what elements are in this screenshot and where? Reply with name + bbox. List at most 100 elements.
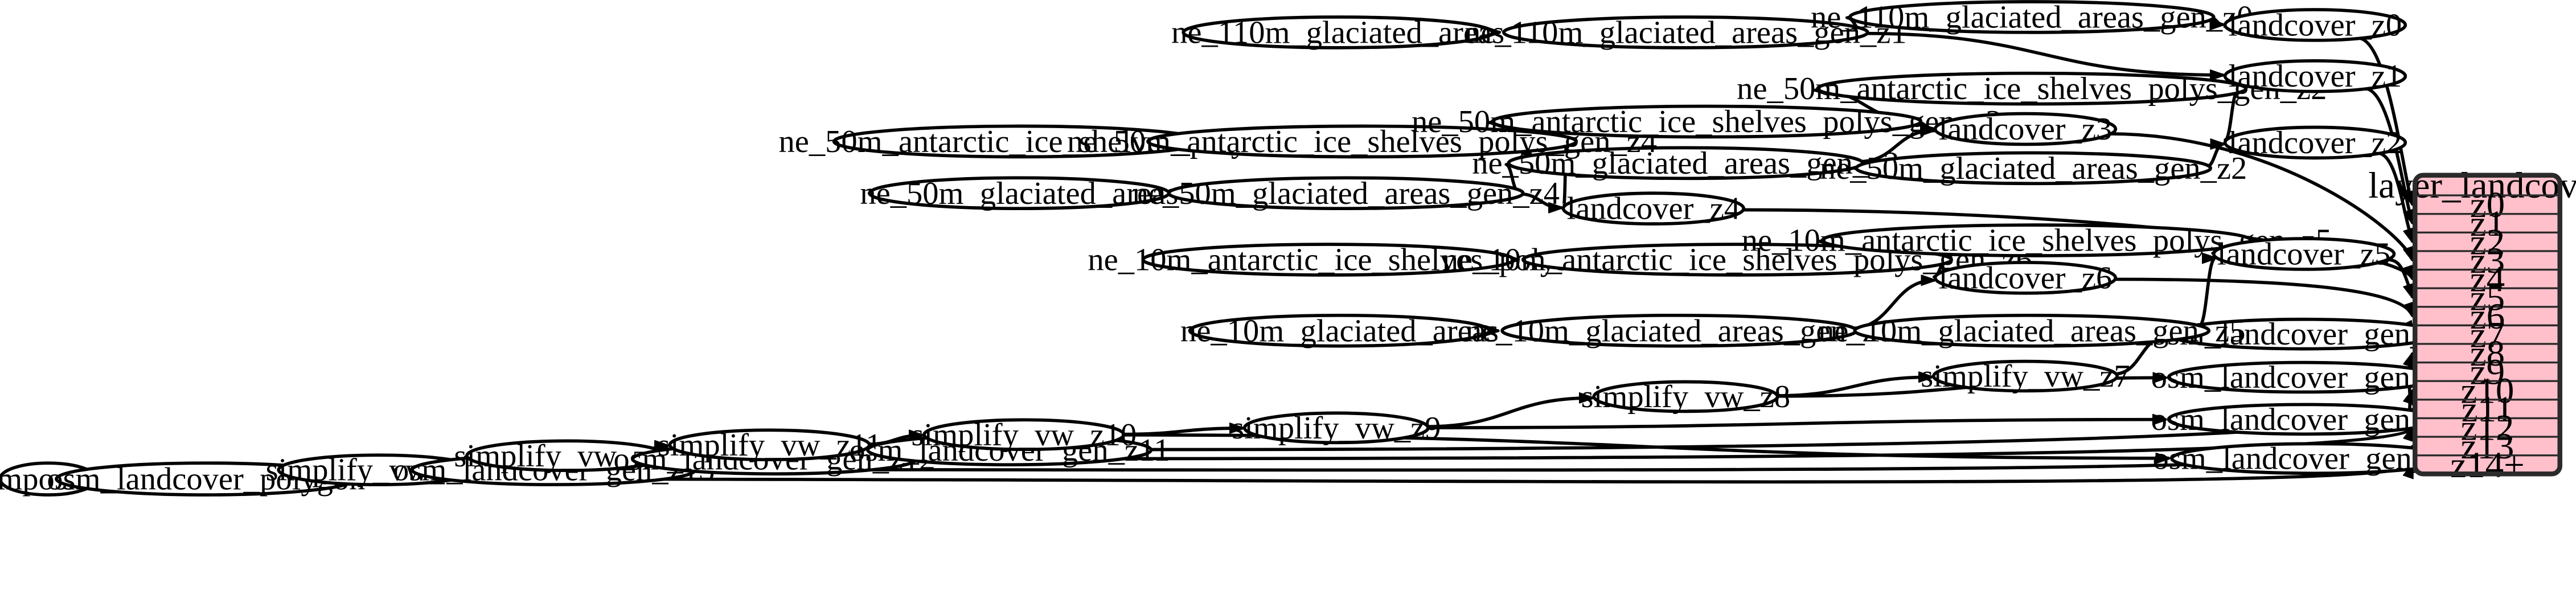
node-label: ne_50m_glaciated_areas_gen_z4 xyxy=(1133,176,1560,211)
table-row-z12[interactable]: z12 xyxy=(2461,408,2515,449)
edge-simplify_vw_z9-to-simplify_vw_z8 xyxy=(1426,398,1593,428)
edge-landcover_z0-to-layer_landcover.z0 xyxy=(2357,36,2414,205)
node-ne_50m_glaciated_areas_gen_z2[interactable]: ne_50m_glaciated_areas_gen_z2 xyxy=(1820,151,2247,186)
node-ellipse xyxy=(1141,243,1515,277)
node-ellipse xyxy=(2223,8,2407,42)
node-landcover_z4[interactable]: landcover_z4 xyxy=(1561,191,1746,227)
node-ne_50m_antarctic_ice_shelves_polys_gen_z2[interactable]: ne_50m_antarctic_ice_shelves_polys_gen_z… xyxy=(1737,71,2327,106)
node-simplify_vw_z10[interactable]: simplify_vw_z10 xyxy=(911,417,1137,453)
node-ne_50m_glaciated_areas_gen_z4[interactable]: ne_50m_glaciated_areas_gen_z4 xyxy=(1133,176,1560,211)
node-ellipse xyxy=(1848,0,2216,34)
node-label: ne_50m_glaciated_areas_gen_z2 xyxy=(1820,151,2247,186)
node-label: landcover_z2 xyxy=(2229,125,2402,161)
node-ellipse xyxy=(1933,112,2118,146)
table-outline xyxy=(2413,173,2562,477)
node-ellipse xyxy=(1932,359,2119,393)
node-ne_110m_glaciated_areas_gen_z0[interactable]: ne_110m_glaciated_areas_gen_z0 xyxy=(1811,0,2253,35)
node-ellipse xyxy=(1816,71,2248,106)
node-ne_10m_antarctic_ice_shelves_polys[interactable]: ne_10m_antarctic_ice_shelves_polys xyxy=(1088,243,1569,278)
node-ellipse xyxy=(1855,151,2212,186)
node-label: simplify_vw_z11 xyxy=(658,428,882,463)
table-row-z7[interactable]: z7 xyxy=(2470,315,2505,356)
node-label: simplify_vw_z9 xyxy=(1232,411,1441,446)
table-layer: layer_landcoverz0z1z2z3z4z5z6z7z8z9z10z1… xyxy=(2368,165,2576,485)
node-landcover_z0[interactable]: landcover_z0 xyxy=(2223,7,2407,43)
node-ellipse xyxy=(2223,59,2407,93)
table-row-z2[interactable]: z2 xyxy=(2470,222,2505,263)
node-ellipse xyxy=(1146,124,1578,159)
node-label: ne_50m_glaciated_areas xyxy=(860,176,1178,211)
node-label: landcover_z3 xyxy=(1939,112,2113,147)
node-simplify_vw_z7[interactable]: simplify_vw_z7 xyxy=(1921,359,2130,394)
table-row-z0[interactable]: z0 xyxy=(2470,184,2505,225)
node-osm_landcover_gen_z9[interactable]: osm_landcover_gen_z9 xyxy=(2151,402,2457,437)
node-label: simplify_vw_z8 xyxy=(1581,379,1790,415)
node-ne_50m_antarctic_ice_shelves_polys[interactable]: ne_50m_antarctic_ice_shelves_polys xyxy=(778,124,1260,159)
node-landcover_z2[interactable]: landcover_z2 xyxy=(2223,125,2407,161)
node-ne_50m_glaciated_areas[interactable]: ne_50m_glaciated_areas xyxy=(860,176,1178,211)
node-simplify_vw_z8[interactable]: simplify_vw_z8 xyxy=(1581,379,1790,415)
table-header-label: layer_landcover xyxy=(2368,165,2576,206)
table-row-z6[interactable]: z6 xyxy=(2470,296,2505,337)
node-label: landcover_z0 xyxy=(2229,7,2402,43)
table-row-z4[interactable]: z4 xyxy=(2470,259,2505,300)
node-landcover_z5[interactable]: landcover_z5 xyxy=(2212,237,2396,272)
node-ellipse xyxy=(2223,125,2407,160)
node-label: ne_50m_glaciated_areas_gen_z3 xyxy=(1472,146,1899,181)
node-label: simplify_vw_z10 xyxy=(911,417,1137,453)
node-simplify_vw_z9[interactable]: simplify_vw_z9 xyxy=(1232,411,1441,446)
node-ellipse xyxy=(1853,313,2211,348)
node-label: landcover_z1 xyxy=(2229,59,2402,94)
node-ellipse xyxy=(1933,261,2118,295)
node-ne_10m_glaciated_areas_gen_z5[interactable]: ne_10m_glaciated_areas_gen_z5 xyxy=(1818,313,2245,348)
node-label: ne_10m_glaciated_areas_gen_z5 xyxy=(1818,313,2245,348)
node-ne_50m_glaciated_areas_gen_z3[interactable]: ne_50m_glaciated_areas_gen_z3 xyxy=(1472,146,1899,181)
edge-osm_landcover_polygon-to-layer_landcover.z14+ xyxy=(352,465,2414,484)
node-ne_10m_antarctic_ice_shelves_polys_gen_z6[interactable]: ne_10m_antarctic_ice_shelves_polys_gen_z… xyxy=(1442,243,2032,278)
table-row-z9[interactable]: z9 xyxy=(2470,352,2505,393)
node-osm_landcover_gen_z8[interactable]: osm_landcover_gen_z8 xyxy=(2151,360,2457,395)
node-ellipse xyxy=(1561,191,1746,225)
node-landcover_z6[interactable]: landcover_z6 xyxy=(1933,260,2118,296)
node-label: ne_10m_glaciated_areas xyxy=(1180,313,1499,348)
table-row-z11[interactable]: z11 xyxy=(2462,389,2513,430)
node-landcover_z1[interactable]: landcover_z1 xyxy=(2223,59,2407,94)
node-label: ne_10m_glaciated_areas_gen_z6 xyxy=(1466,313,1893,348)
node-label: osm_landcover_gen_z8 xyxy=(2151,360,2457,395)
node-label: landcover_z5 xyxy=(2217,237,2391,272)
node-ellipse xyxy=(1242,411,1430,445)
node-label: osm_landcover_gen_z9 xyxy=(2151,402,2457,437)
node-label: ne_50m_antarctic_ice_shelves_polys_gen_z… xyxy=(1412,104,2001,140)
node-ellipse xyxy=(1491,104,1923,139)
node-ellipse xyxy=(922,418,1126,452)
node-ellipse xyxy=(1502,15,1869,50)
node-ellipse xyxy=(1521,243,1953,277)
node-ellipse xyxy=(1592,380,1779,413)
node-ne_110m_glaciated_areas[interactable]: ne_110m_glaciated_areas xyxy=(1171,15,1504,50)
node-ellipse xyxy=(2212,237,2396,271)
node-label: ne_110m_glaciated_areas xyxy=(1171,15,1504,50)
edge-ne_50m_glaciated_areas_gen_z4-to-landcover_z4 xyxy=(1519,192,1561,208)
table-row-z10[interactable]: z10 xyxy=(2461,370,2515,411)
node-label: ne_10m_antarctic_ice_shelves_polys xyxy=(1088,243,1569,278)
node-landcover_z3[interactable]: landcover_z3 xyxy=(1933,112,2118,147)
edge-osm_landcover_gen_z12-to-layer_landcover.z12 xyxy=(913,428,2414,461)
edge-landcover_z2-to-layer_landcover.z2 xyxy=(2377,151,2414,242)
node-ne_10m_glaciated_areas[interactable]: ne_10m_glaciated_areas xyxy=(1180,313,1499,348)
table-row-z1[interactable]: z1 xyxy=(2470,203,2505,244)
table-row-z8[interactable]: z8 xyxy=(2470,333,2505,374)
edge-landcover_z6-to-layer_landcover.z6 xyxy=(2113,277,2414,316)
node-label: landcover_z6 xyxy=(1939,260,2113,296)
node-ellipse xyxy=(668,428,871,462)
node-ne_50m_antarctic_ice_shelves_polys_gen_z3[interactable]: ne_50m_antarctic_ice_shelves_polys_gen_z… xyxy=(1412,104,2001,140)
node-osm_landcover_gen_z7[interactable]: osm_landcover_gen_z7 xyxy=(2151,317,2457,352)
edge-landcover_z3-to-layer_landcover.z3 xyxy=(2109,132,2414,260)
node-layer: imposm3osm_landcover_polygonsimplify_vw_… xyxy=(0,0,2475,497)
table-row-z14+[interactable]: z14+ xyxy=(2450,445,2525,486)
node-label: simplify_vw_z7 xyxy=(1921,359,2130,394)
node-ne_110m_glaciated_areas_gen_z1[interactable]: ne_110m_glaciated_areas_gen_z1 xyxy=(1465,15,1907,50)
table-row-z5[interactable]: z5 xyxy=(2470,277,2505,318)
table-row-z13[interactable]: z13 xyxy=(2461,426,2515,467)
table-row-z3[interactable]: z3 xyxy=(2470,240,2505,281)
node-simplify_vw_z11[interactable]: simplify_vw_z11 xyxy=(658,428,882,463)
